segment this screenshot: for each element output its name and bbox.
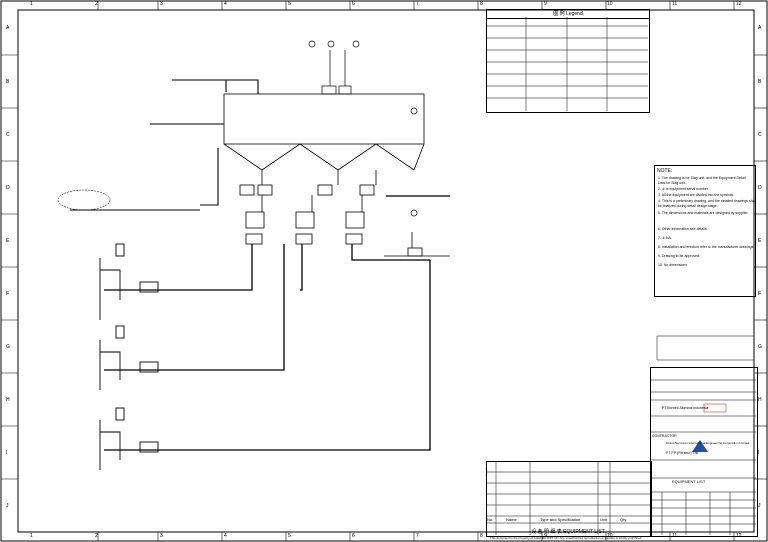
col-header-qty: Qty [620,517,627,522]
col-label: 5 [288,533,291,539]
note-line: 7. ② NA. [658,236,672,240]
row-label: H [758,397,762,403]
note-line: 8. Installation and erection refer to th… [658,245,755,249]
col-label: 7 [416,1,419,7]
row-label: B [6,79,10,85]
row-label: F [6,291,10,297]
note-line: 3. All the equipment are divided into th… [658,193,735,197]
row-label: B [758,79,762,85]
note-line: 6. Other information see details. [658,227,708,231]
col-label: 8 [480,1,483,7]
legend-box: 图 例 Legend [486,9,650,113]
col-label: 5 [288,1,291,7]
row-label: A [758,25,762,31]
col-header-name: Name [506,517,517,522]
col-label: 1 [30,1,33,7]
note-line: 4. This is a preliminary drawing, and th… [658,199,757,203]
col-label: 6 [352,533,355,539]
footer-text: This document is the property of CHALIEC… [490,536,643,540]
col-header-no: No. [487,517,494,522]
row-label: C [758,132,762,138]
row-label: G [758,344,762,350]
note-line: 5. The dimensions and materials are desi… [658,211,749,215]
contractor-label: CONTRACTOR [652,434,677,438]
legend-title: 图 例 Legend [487,10,649,19]
col-header-unit: Unit [600,517,608,522]
equipment-table-title: 设 备 明 细 表 EQUIPMENT LIST [531,529,605,535]
drawing-title: EQUIPMENT LIST [672,479,706,484]
col-header-spec: Type and Specification [540,517,581,522]
row-label: D [758,185,762,191]
row-label: H [6,397,10,403]
note-line: 9. Drawing to be approved. [658,254,701,258]
contractor-name: China Aluminum International Engineering… [666,441,750,445]
col-label: 6 [352,1,355,7]
company-logo [692,440,708,452]
note-line: 2. ① is equipment serial number. [658,187,709,191]
row-label: D [6,185,10,191]
col-label: 2 [95,1,98,7]
col-label: 9 [544,1,547,7]
title-block [650,367,758,537]
notes-box: NOTE: 1. The drawing is for Slag unit, a… [654,165,756,297]
col-label: 4 [224,533,227,539]
row-label: G [6,344,10,350]
row-label: I [6,450,8,456]
equipment-table [486,461,652,537]
col-label: 1 [30,533,33,539]
col-label: 4 [224,1,227,7]
discharge-units [239,184,375,245]
col-label: 8 [480,533,483,539]
row-label: F [758,291,762,297]
col-label: 7 [416,533,419,539]
row-label: J [6,503,9,509]
row-label: E [6,238,10,244]
owner-name: PT Borneo Alumina Indonesia [662,406,709,410]
row-label: A [6,25,10,31]
subcontractor-name: PT PP (Persero) Tbk [666,451,699,455]
note-line: 10. No dimensions [658,263,687,267]
col-label: 12 [736,1,742,7]
row-label: C [6,132,10,138]
col-label: 2 [95,533,98,539]
note-line: be finalized during detail design stage. [658,204,718,208]
note-line: 1. The drawing is for Slag unit, and the… [658,176,746,180]
col-label: 11 [672,1,678,7]
col-label: 3 [160,1,163,7]
col-label: 3 [160,533,163,539]
row-label: E [758,238,762,244]
row-label: J [758,503,761,509]
note-line: Lists for Slag unit. [658,181,686,185]
row-label: I [758,450,760,456]
notes-title: NOTE: [657,168,673,174]
col-label: 10 [607,1,613,7]
